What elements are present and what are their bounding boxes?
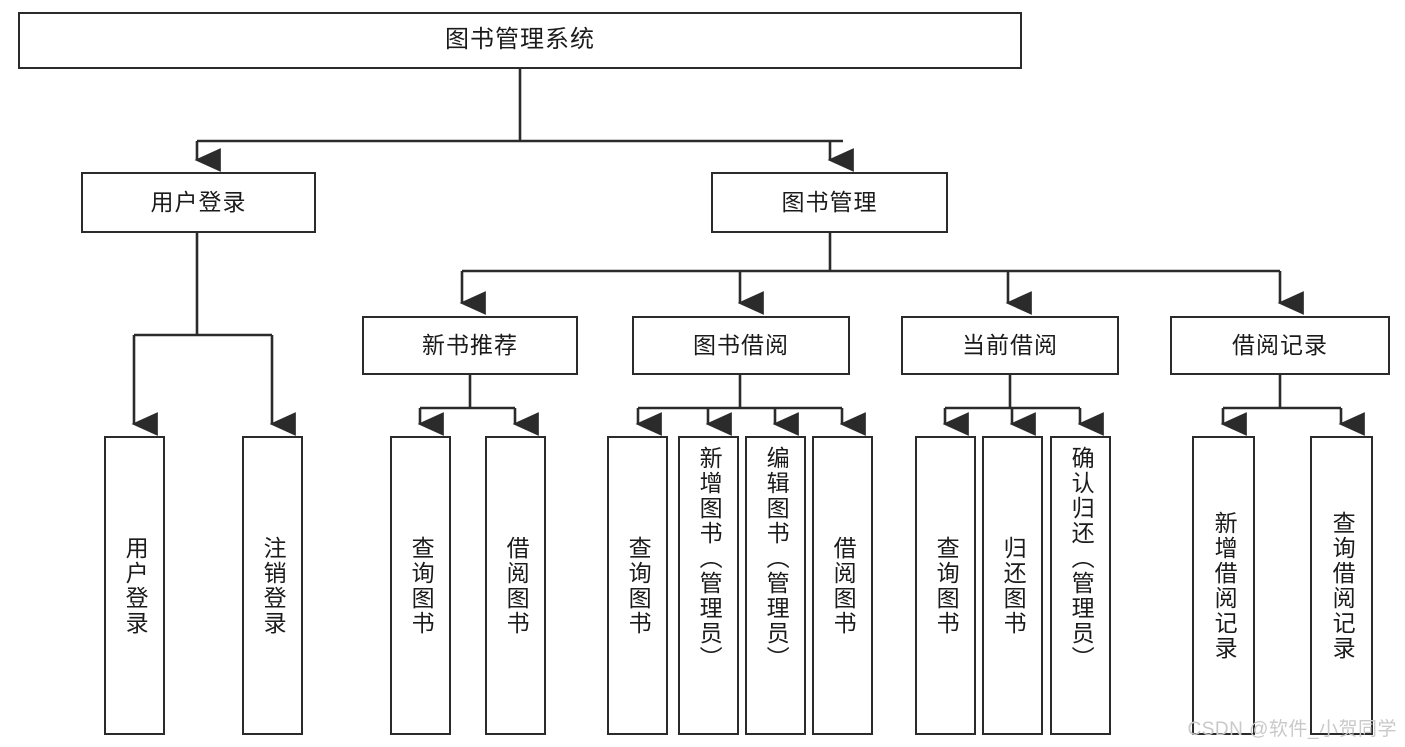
node-label: 新增图书（管理员） [696, 446, 723, 671]
node-label: 用户登录 [122, 535, 149, 636]
leaf-borrow-record-add[interactable]: 新增借阅记录 [1192, 436, 1255, 735]
node-label: 图书管理 [781, 188, 878, 215]
node-book-management[interactable]: 图书管理 [711, 172, 948, 233]
watermark-text: CSDN @软件_小贺同学 [1187, 719, 1397, 740]
leaf-new-book-query[interactable]: 查询图书 [390, 436, 451, 735]
node-label: 用户登录 [150, 188, 247, 215]
leaf-book-borrow-add-admin[interactable]: 新增图书（管理员） [678, 436, 739, 735]
node-label: 借阅图书 [503, 535, 530, 636]
node-label: 新增借阅记录 [1211, 510, 1238, 661]
node-label: 查询借阅记录 [1329, 510, 1356, 661]
leaf-book-borrow-query[interactable]: 查询图书 [607, 436, 668, 735]
node-label: 借阅图书 [830, 535, 857, 636]
node-book-borrow[interactable]: 图书借阅 [632, 316, 850, 375]
node-label: 归还图书 [1000, 535, 1027, 636]
node-label: 新书推荐 [422, 331, 518, 358]
node-root-book-management-system[interactable]: 图书管理系统 [18, 12, 1022, 69]
node-label: 查询图书 [408, 535, 435, 636]
node-user-login[interactable]: 用户登录 [81, 172, 316, 233]
node-label: 图书借阅 [693, 331, 789, 358]
node-label: 查询图书 [625, 535, 652, 636]
node-label: 编辑图书（管理员） [763, 446, 790, 671]
leaf-borrow-record-query[interactable]: 查询借阅记录 [1310, 436, 1373, 735]
leaf-book-borrow-edit-admin[interactable]: 编辑图书（管理员） [745, 436, 806, 735]
leaf-current-borrow-query[interactable]: 查询图书 [915, 436, 976, 735]
node-label: 确认归还（管理员） [1068, 446, 1095, 671]
node-borrow-record[interactable]: 借阅记录 [1170, 316, 1390, 375]
leaf-current-borrow-confirm-return-admin[interactable]: 确认归还（管理员） [1050, 436, 1111, 735]
leaf-new-book-borrow[interactable]: 借阅图书 [485, 436, 546, 735]
leaf-book-borrow-borrow[interactable]: 借阅图书 [812, 436, 873, 735]
leaf-user-login-signin[interactable]: 用户登录 [104, 436, 165, 735]
leaf-user-login-signout[interactable]: 注销登录 [242, 436, 303, 735]
node-current-borrow[interactable]: 当前借阅 [901, 316, 1119, 375]
node-label: 查询图书 [933, 535, 960, 636]
leaf-current-borrow-return[interactable]: 归还图书 [982, 436, 1043, 735]
node-new-book-recommend[interactable]: 新书推荐 [362, 316, 578, 375]
node-label: 图书管理系统 [445, 26, 595, 54]
node-label: 当前借阅 [962, 331, 1058, 358]
node-label: 借阅记录 [1232, 331, 1328, 358]
node-label: 注销登录 [260, 535, 287, 636]
